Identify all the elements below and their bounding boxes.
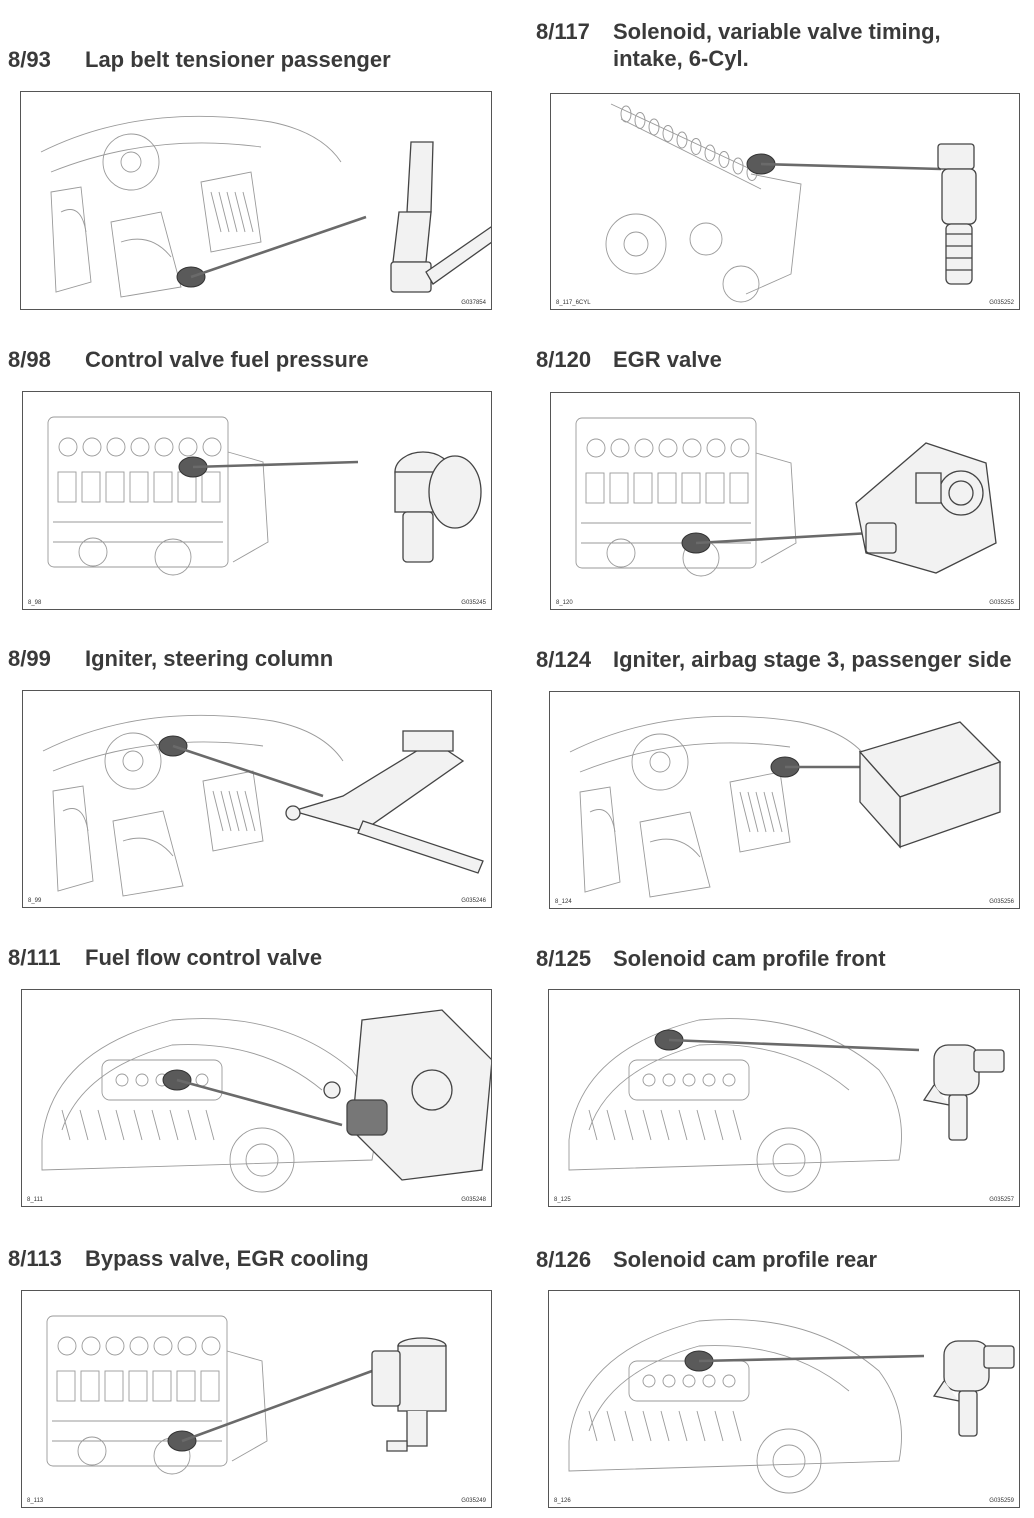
entry-title: Solenoid cam profile rear [613,1247,878,1272]
entry-number: 8/126 [536,1247,592,1272]
figure-ref: 8_99 [28,898,42,904]
entry-number: 8/93 [8,47,51,72]
figure-8-126: 8_126 G035259 [548,1290,1020,1508]
figure-ref: 8_117_6CYL [556,300,591,306]
entry-title: Igniter, steering column [85,646,334,671]
pressure-valve-icon [47,416,482,576]
entry-number: 8/125 [536,946,592,971]
figure-ref: 8_113 [27,1498,44,1504]
entry-title: Lap belt tensioner passenger [85,47,391,72]
figure-code: G035255 [989,600,1014,606]
entry-number: 8/120 [536,347,592,372]
entry-title: Bypass valve, EGR cooling [85,1246,369,1271]
belt-tensioner-icon [40,115,491,298]
cam-solenoid-icon [568,1018,1005,1193]
figure-ref: 8_125 [554,1197,571,1203]
entry-number: 8/98 [8,347,51,372]
fuel-pump-icon [41,1009,491,1193]
entry-number: 8/124 [536,647,592,672]
airbag-module-icon [569,715,1002,898]
entry-title: Control valve fuel pressure [85,347,369,372]
entry-number: 8/113 [8,1246,62,1271]
steering-column-icon [42,714,484,897]
figure-8-99: 8_99 G035246 [22,690,492,908]
entry-title: Igniter, airbag stage 3, passenger side [613,647,1012,672]
figure-code: G035245 [461,600,486,606]
figure-8-125: 8_125 G035257 [548,989,1020,1207]
entry-title: EGR valve [613,347,722,372]
egr-valve-icon [575,417,997,577]
figure-8-117: 8_117_6CYL G035252 [550,93,1020,310]
figure-code: G035252 [989,300,1014,306]
entry-title: Solenoid cam profile front [613,946,886,971]
figure-code: G035249 [461,1498,486,1504]
figure-code: G035257 [989,1197,1014,1203]
entry-title: Fuel flow control valve [85,945,323,970]
figure-8-93: G037854 [20,91,492,310]
solenoid-icon [605,103,977,303]
figure-ref: 8_126 [554,1498,571,1504]
figure-ref: 8_124 [555,899,572,905]
entry-number: 8/111 [8,945,61,970]
figure-8-98: 8_98 G035245 [22,391,492,610]
figure-ref: 8_120 [556,600,573,606]
figure-code: G035259 [989,1498,1014,1504]
figure-8-111: 8_111 G035248 [21,989,492,1207]
figure-code: G037854 [461,300,486,306]
figure-code: G035246 [461,898,486,904]
entry-title: Solenoid, variable valve timing, intake,… [613,19,941,71]
figure-ref: 8_98 [28,600,42,606]
cam-solenoid-icon [568,1319,1015,1494]
bypass-valve-icon [46,1315,447,1475]
entry-number: 8/117 [536,19,590,44]
figure-8-124: 8_124 G035256 [549,691,1020,909]
figure-code: G035256 [989,899,1014,905]
figure-8-113: 8_113 G035249 [21,1290,492,1508]
figure-code: G035248 [461,1197,486,1203]
entry-number: 8/99 [8,646,51,671]
figure-ref: 8_111 [27,1197,43,1203]
figure-8-120: 8_120 G035255 [550,392,1020,610]
